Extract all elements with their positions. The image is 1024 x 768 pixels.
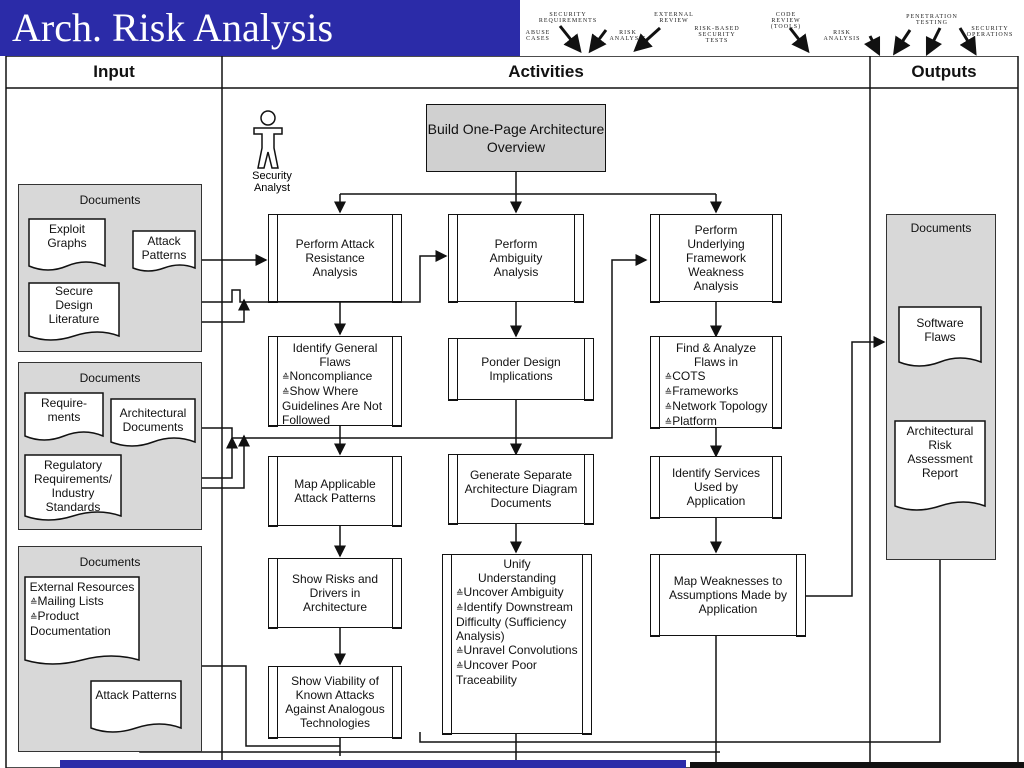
doc-label: Architectural Risk Assessment Report xyxy=(906,424,974,480)
bullet-item: Uncover Ambiguity xyxy=(456,585,578,600)
footer-bar xyxy=(60,760,686,768)
doc-attack-patterns-2: Attack Patterns xyxy=(90,680,182,736)
bullet-item: Frameworks xyxy=(665,384,768,399)
slide-title: Arch. Risk Analysis xyxy=(12,5,334,50)
doc-label: External Resources xyxy=(29,580,135,594)
strip-label: SECURITY REQUIREMENTS xyxy=(538,12,598,24)
doc-secure-design-literature: Secure Design Literature xyxy=(28,282,120,346)
doc-label: Secure Design Literature xyxy=(48,284,100,326)
doc-label: Attack Patterns xyxy=(141,234,187,262)
bullet-item: Unravel Convolutions xyxy=(456,643,578,658)
bullet-item: Uncover Poor Traceability xyxy=(456,658,578,687)
doc-label: Architectural Documents xyxy=(119,406,187,434)
bullet-item: Show Where Guidelines Are Not Followed xyxy=(282,384,388,427)
box-label: Generate Separate Architecture Diagram D… xyxy=(464,468,578,510)
bullet-item: Product Documentation xyxy=(30,609,140,638)
box-label: Unify Understanding xyxy=(477,557,557,585)
doc-label: Attack Patterns xyxy=(95,688,177,702)
doc-requirements: Require-ments xyxy=(24,392,104,444)
strip-label: RISK ANALYSIS xyxy=(609,30,647,42)
actor-label: Security Analyst xyxy=(252,170,292,194)
strip-label: CODE REVIEW (TOOLS) xyxy=(770,12,802,30)
doc-label: Software Flaws xyxy=(916,316,964,344)
strip-label: SECURITY OPERATIONS xyxy=(966,26,1014,38)
box-label: Map Applicable Attack Patterns xyxy=(294,477,376,505)
map-weaknesses-box: Map Weaknesses to Assumptions Made by Ap… xyxy=(650,553,806,637)
doc-external-resources: External Resources Mailing Lists Product… xyxy=(24,576,140,668)
strip-label: ABUSE CASES xyxy=(525,30,551,42)
doc-risk-assessment-report: Architectural Risk Assessment Report xyxy=(894,420,986,514)
attack-resistance-box: Perform Attack Resistance Analysis xyxy=(268,213,402,303)
doc-label: Regulatory Requirements/ Industry Standa… xyxy=(33,458,113,514)
strip-label: RISK ANALYSIS xyxy=(823,30,861,42)
box-label: Find & Analyze Flaws in xyxy=(675,341,757,369)
map-attack-patterns-box: Map Applicable Attack Patterns xyxy=(268,455,402,527)
panel-title: Documents xyxy=(79,555,141,569)
ambiguity-analysis-box: Perform Ambiguity Analysis xyxy=(448,213,584,303)
header-input: Input xyxy=(93,62,135,81)
panel-title: Documents xyxy=(79,371,141,385)
bullet-item: Mailing Lists xyxy=(30,594,140,609)
doc-architectural-documents: Architectural Documents xyxy=(110,398,196,450)
panel-title: Documents xyxy=(910,221,972,235)
box-label: Ponder Design Implications xyxy=(481,355,561,383)
doc-label: Require-ments xyxy=(40,396,88,424)
touchpoint-strip: SECURITY REQUIREMENTS EXTERNAL REVIEW CO… xyxy=(520,0,1024,56)
security-analyst-figure xyxy=(253,110,283,169)
doc-exploit-graphs: Exploit Graphs xyxy=(28,218,106,274)
generate-diagrams-box: Generate Separate Architecture Diagram D… xyxy=(448,453,594,525)
show-risks-box: Show Risks and Drivers in Architecture xyxy=(268,557,402,629)
framework-weakness-box: Perform Underlying Framework Weakness An… xyxy=(650,213,782,303)
ponder-design-box: Ponder Design Implications xyxy=(448,337,594,401)
doc-label: Exploit Graphs xyxy=(47,222,87,250)
header-outputs: Outputs xyxy=(911,62,977,81)
header-activities: Activities xyxy=(508,62,584,81)
doc-attack-patterns: Attack Patterns xyxy=(132,230,196,274)
box-label: Show Viability of Known Attacks Against … xyxy=(285,674,385,730)
bullet-item: Noncompliance xyxy=(282,369,388,384)
box-label: Identify Services Used by Application xyxy=(671,466,761,508)
box-label: Map Weaknesses to Assumptions Made by Ap… xyxy=(668,574,788,616)
bullet-item: Platform xyxy=(665,414,768,429)
general-flaws-box: Identify General Flaws Noncompliance Sho… xyxy=(268,335,402,427)
strip-label: EXTERNAL REVIEW xyxy=(654,12,694,24)
bullet-item: Identify Downstream Difficulty (Sufficie… xyxy=(456,600,578,643)
box-label: Identify General Flaws xyxy=(292,341,378,369)
find-analyze-flaws-box: Find & Analyze Flaws in COTS Frameworks … xyxy=(650,335,782,429)
identify-services-box: Identify Services Used by Application xyxy=(650,455,782,519)
box-label: Perform Underlying Framework Weakness An… xyxy=(685,223,746,293)
box-label: Perform Attack Resistance Analysis xyxy=(295,237,375,279)
risk-analysis-diagram: Input Activities Outputs Security Analys… xyxy=(0,56,1024,768)
box-label: Show Risks and Drivers in Architecture xyxy=(291,572,379,614)
slide-title-bar: Arch. Risk Analysis xyxy=(0,0,520,56)
box-label: Perform Ambiguity Analysis xyxy=(489,237,543,279)
strip-label: RISK-BASED SECURITY TESTS xyxy=(694,26,740,44)
bullet-item: COTS xyxy=(665,369,768,384)
bullet-item: Network Topology xyxy=(665,399,767,414)
strip-arrows xyxy=(558,25,977,56)
unify-understanding-box: Unify Understanding Uncover Ambiguity Id… xyxy=(442,553,592,735)
strip-label: PENETRATION TESTING xyxy=(906,14,958,26)
build-overview-box: Build One-Page Architecture Overview xyxy=(426,104,606,172)
panel-title: Documents xyxy=(79,193,141,207)
doc-software-flaws: Software Flaws xyxy=(898,306,982,370)
show-viability-box: Show Viability of Known Attacks Against … xyxy=(268,665,402,739)
footer-bar-dark xyxy=(690,762,1024,768)
doc-regulatory-requirements: Regulatory Requirements/ Industry Standa… xyxy=(24,454,122,524)
